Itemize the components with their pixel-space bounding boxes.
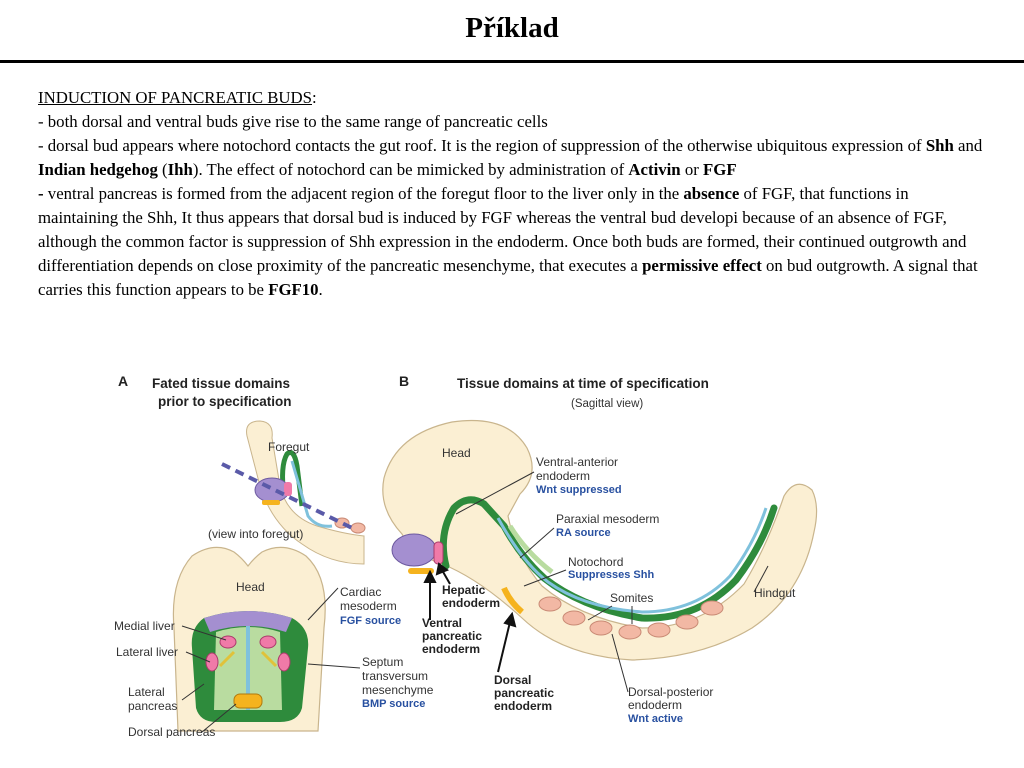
term-shh: Shh [925, 136, 954, 155]
label-dp-2: endoderm [628, 698, 682, 712]
text-run: and [953, 136, 983, 155]
panel-b-title: Tissue domains at time of specification [457, 376, 709, 391]
panel-a-letter: A [118, 373, 128, 389]
paragraph-3: - ventral pancreas is formed from the ad… [38, 182, 988, 302]
text-run: - dorsal bud appears where notochord con… [38, 136, 926, 155]
label-hindgut: Hindgut [754, 586, 796, 600]
body-text: INDUCTION OF PANCREATIC BUDS: - both dor… [38, 86, 988, 302]
label-noto-1: Notochord [568, 555, 623, 569]
label-lateral-liver: Lateral liver [116, 645, 178, 659]
label-va-3: Wnt suppressed [536, 484, 622, 496]
sagittal-embryo [382, 419, 818, 661]
text-run: ventral pancreas is formed from the adja… [47, 184, 684, 203]
bold-dash: - [38, 184, 48, 203]
label-hepatic-2: endoderm [442, 596, 500, 610]
label-dorsal-3: endoderm [494, 699, 552, 713]
label-foregut: Foregut [268, 440, 310, 454]
label-ventral-3: endoderm [422, 642, 480, 656]
panel-b-leader-lines [455, 471, 769, 693]
label-septum-3: mesenchyme [362, 683, 434, 697]
label-head-a: Head [236, 580, 265, 594]
label-ventral-2: pancreatic [422, 629, 482, 643]
label-hepatic-1: Hepatic [442, 583, 486, 597]
label-cardiac-1: Cardiac [340, 585, 381, 599]
label-lateral-pancreas-1: Lateral [128, 685, 165, 699]
panel-a-title-1: Fated tissue domains [152, 376, 290, 391]
label-para-2: RA source [556, 527, 611, 539]
label-somites: Somites [610, 591, 653, 605]
title-divider [0, 60, 1024, 63]
pancreas-induction-figure: A Fated tissue domains prior to specific… [112, 366, 820, 739]
panel-b-subtitle: (Sagittal view) [571, 398, 643, 410]
label-ventral-1: Ventral [422, 616, 462, 630]
panel-b-arrows [423, 562, 517, 673]
panel-b-letter: B [399, 373, 409, 389]
label-dp-1: Dorsal-posterior [628, 685, 713, 699]
label-va-2: endoderm [536, 469, 590, 483]
label-view-into-foregut: (view into foregut) [208, 527, 303, 541]
foregut-view-embryo [172, 546, 326, 732]
label-lateral-pancreas-2: pancreas [128, 699, 177, 713]
label-va-1: Ventral-anterior [536, 455, 618, 469]
text-run: or [680, 160, 704, 179]
text-run: . [318, 280, 323, 299]
heading-colon: : [311, 88, 317, 107]
label-medial-liver: Medial liver [114, 619, 175, 633]
label-dorsal-pancreas: Dorsal pancreas [128, 725, 215, 738]
term-absence: absence [683, 184, 740, 203]
term-fgf: FGF [703, 160, 737, 179]
label-dp-3: Wnt active [628, 713, 683, 725]
label-septum-1: Septum [362, 655, 403, 669]
text-run: ( [157, 160, 168, 179]
section-heading: INDUCTION OF PANCREATIC BUDS [38, 88, 312, 107]
label-dorsal-2: pancreatic [494, 686, 554, 700]
text-run: ). The effect of notochord can be mimick… [192, 160, 629, 179]
term-activin: Activin [628, 160, 681, 179]
label-noto-2: Suppresses Shh [568, 569, 654, 581]
label-septum-4: BMP source [362, 698, 425, 710]
foregut-sketch [221, 420, 366, 565]
slide-title: Příklad [465, 12, 559, 44]
text-run: on bud outgrowth. A signal that carries … [38, 256, 978, 299]
term-indian-hedgehog: Indian hedgehog [38, 160, 158, 179]
label-para-1: Paraxial mesoderm [556, 512, 659, 526]
label-head-b: Head [442, 446, 471, 460]
paragraph-1: - both dorsal and ventral buds give rise… [38, 112, 548, 131]
text-run: of FGF, that functions in maintaining th… [38, 184, 967, 275]
label-dorsal-1: Dorsal [494, 673, 531, 687]
label-cardiac-2: mesoderm [340, 599, 397, 613]
term-permissive-effect: permissive effect [642, 256, 762, 275]
panel-a-leader-lines [181, 587, 361, 733]
paragraph-heading: INDUCTION OF PANCREATIC BUDS: [38, 86, 988, 110]
label-septum-2: transversum [362, 669, 428, 683]
panel-a-title-2: prior to specification [158, 394, 292, 409]
paragraph-2: - dorsal bud appears where notochord con… [38, 134, 988, 182]
label-cardiac-3: FGF source [340, 615, 401, 627]
term-ihh: Ihh [167, 160, 193, 179]
term-fgf10: FGF10 [268, 280, 319, 299]
